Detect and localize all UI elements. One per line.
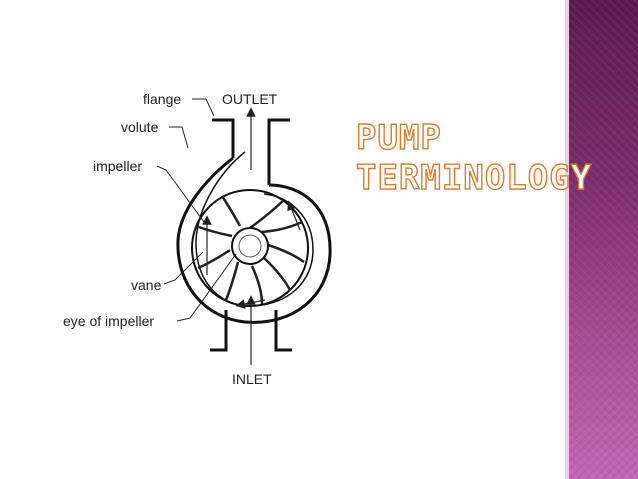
side-band (569, 0, 638, 479)
slide-title-line-2: TERMINOLOGY (355, 157, 593, 198)
impeller (191, 189, 309, 307)
slide-title: PUMP TERMINOLOGY (355, 117, 593, 198)
label-eye-of-impeller: eye of impeller (63, 313, 154, 329)
side-band-edge (565, 0, 569, 479)
label-volute: volute (121, 119, 159, 135)
label-impeller: impeller (93, 158, 142, 174)
inlet-flange (210, 310, 292, 352)
outlet-flange (212, 118, 290, 185)
label-flange: flange (143, 91, 181, 107)
label-outlet: OUTLET (222, 91, 278, 107)
impeller-vanes (195, 195, 305, 305)
label-vane: vane (131, 277, 162, 293)
leader-lines (156, 98, 237, 322)
eye-of-impeller (231, 227, 269, 265)
pump-diagram: flange OUTLET volute impeller vane eye o… (63, 91, 332, 387)
label-inlet: INLET (232, 371, 272, 387)
slide-title-line-1: PUMP (355, 117, 442, 158)
